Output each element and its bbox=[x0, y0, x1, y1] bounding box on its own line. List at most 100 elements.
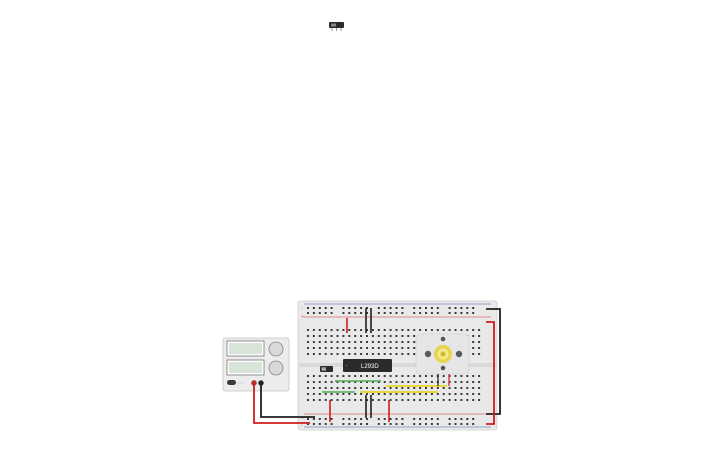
rail-hole[interactable] bbox=[312, 418, 315, 420]
rail-hole[interactable] bbox=[419, 423, 422, 425]
terminal-hole[interactable] bbox=[407, 353, 410, 355]
rail-hole[interactable] bbox=[401, 423, 404, 425]
terminal-hole[interactable] bbox=[366, 353, 368, 355]
negative-terminal[interactable] bbox=[258, 380, 264, 386]
terminal-hole[interactable] bbox=[360, 387, 363, 389]
terminal-hole[interactable] bbox=[366, 347, 368, 349]
rail-hole[interactable] bbox=[448, 312, 451, 314]
terminal-hole[interactable] bbox=[366, 393, 368, 395]
terminal-hole[interactable] bbox=[377, 393, 380, 395]
terminal-hole[interactable] bbox=[395, 341, 398, 343]
rail-hole[interactable] bbox=[360, 418, 363, 420]
terminal-hole[interactable] bbox=[472, 329, 475, 331]
rail-hole[interactable] bbox=[419, 418, 422, 420]
terminal-hole[interactable] bbox=[442, 381, 445, 383]
terminal-hole[interactable] bbox=[354, 375, 357, 377]
terminal-hole[interactable] bbox=[472, 387, 475, 389]
voltage-knob[interactable] bbox=[268, 341, 284, 357]
rail-hole[interactable] bbox=[425, 418, 427, 420]
terminal-hole[interactable] bbox=[324, 353, 327, 355]
terminal-hole[interactable] bbox=[442, 387, 445, 389]
terminal-hole[interactable] bbox=[472, 399, 475, 401]
terminal-hole[interactable] bbox=[307, 353, 309, 355]
terminal-hole[interactable] bbox=[478, 335, 481, 337]
rail-hole[interactable] bbox=[377, 423, 380, 425]
terminal-hole[interactable] bbox=[383, 375, 386, 377]
terminal-hole[interactable] bbox=[354, 329, 357, 331]
terminal-hole[interactable] bbox=[401, 353, 404, 355]
rail-hole[interactable] bbox=[466, 312, 469, 314]
terminal-hole[interactable] bbox=[377, 347, 380, 349]
rail-hole[interactable] bbox=[354, 307, 357, 309]
terminal-hole[interactable] bbox=[460, 381, 463, 383]
rail-hole[interactable] bbox=[419, 312, 422, 314]
terminal-hole[interactable] bbox=[401, 335, 404, 337]
terminal-hole[interactable] bbox=[472, 353, 475, 355]
terminal-hole[interactable] bbox=[336, 347, 339, 349]
terminal-hole[interactable] bbox=[324, 381, 327, 383]
rail-hole[interactable] bbox=[342, 312, 345, 314]
terminal-hole[interactable] bbox=[342, 335, 345, 337]
rail-hole[interactable] bbox=[383, 307, 386, 309]
rail-hole[interactable] bbox=[430, 423, 433, 425]
terminal-hole[interactable] bbox=[413, 329, 416, 331]
rail-hole[interactable] bbox=[330, 418, 333, 420]
rail-hole[interactable] bbox=[430, 312, 433, 314]
terminal-hole[interactable] bbox=[336, 335, 339, 337]
terminal-hole[interactable] bbox=[371, 375, 374, 377]
terminal-hole[interactable] bbox=[336, 381, 339, 383]
rail-hole[interactable] bbox=[330, 307, 333, 309]
terminal-hole[interactable] bbox=[413, 393, 416, 395]
terminal-hole[interactable] bbox=[360, 347, 363, 349]
terminal-hole[interactable] bbox=[354, 381, 357, 383]
terminal-hole[interactable] bbox=[472, 375, 475, 377]
terminal-hole[interactable] bbox=[383, 353, 386, 355]
terminal-hole[interactable] bbox=[466, 387, 469, 389]
terminal-hole[interactable] bbox=[307, 329, 309, 331]
terminal-hole[interactable] bbox=[383, 341, 386, 343]
terminal-hole[interactable] bbox=[342, 353, 345, 355]
terminal-hole[interactable] bbox=[389, 347, 392, 349]
terminal-hole[interactable] bbox=[312, 347, 315, 349]
terminal-hole[interactable] bbox=[478, 341, 481, 343]
terminal-hole[interactable] bbox=[307, 335, 309, 337]
terminal-hole[interactable] bbox=[336, 393, 339, 395]
terminal-hole[interactable] bbox=[430, 387, 433, 389]
terminal-hole[interactable] bbox=[348, 381, 351, 383]
rail-hole[interactable] bbox=[324, 423, 327, 425]
terminal-hole[interactable] bbox=[425, 329, 427, 331]
terminal-hole[interactable] bbox=[312, 381, 315, 383]
terminal-hole[interactable] bbox=[395, 329, 398, 331]
breadboard[interactable]: - + + - bbox=[297, 300, 498, 431]
terminal-hole[interactable] bbox=[436, 393, 439, 395]
terminal-hole[interactable] bbox=[460, 329, 463, 331]
terminal-hole[interactable] bbox=[401, 381, 404, 383]
terminal-hole[interactable] bbox=[324, 387, 327, 389]
rail-hole[interactable] bbox=[425, 312, 427, 314]
rail-hole[interactable] bbox=[312, 312, 315, 314]
rail-hole[interactable] bbox=[342, 307, 345, 309]
terminal-hole[interactable] bbox=[407, 329, 410, 331]
rail-hole[interactable] bbox=[413, 312, 416, 314]
rail-hole[interactable] bbox=[360, 312, 363, 314]
terminal-hole[interactable] bbox=[377, 335, 380, 337]
terminal-hole[interactable] bbox=[366, 387, 368, 389]
terminal-hole[interactable] bbox=[330, 393, 333, 395]
terminal-hole[interactable] bbox=[389, 399, 392, 401]
rail-hole[interactable] bbox=[395, 423, 398, 425]
rail-hole[interactable] bbox=[425, 423, 427, 425]
terminal-hole[interactable] bbox=[430, 329, 433, 331]
rail-hole[interactable] bbox=[389, 423, 392, 425]
rail-hole[interactable] bbox=[318, 423, 321, 425]
terminal-hole[interactable] bbox=[318, 341, 321, 343]
terminal-hole[interactable] bbox=[395, 353, 398, 355]
rail-hole[interactable] bbox=[395, 418, 398, 420]
rail-hole[interactable] bbox=[342, 418, 345, 420]
terminal-hole[interactable] bbox=[371, 335, 374, 337]
power-supply[interactable]: OFF bbox=[222, 337, 290, 392]
rail-hole[interactable] bbox=[312, 423, 315, 425]
terminal-hole[interactable] bbox=[366, 375, 368, 377]
terminal-hole[interactable] bbox=[413, 347, 416, 349]
terminal-hole[interactable] bbox=[466, 329, 469, 331]
